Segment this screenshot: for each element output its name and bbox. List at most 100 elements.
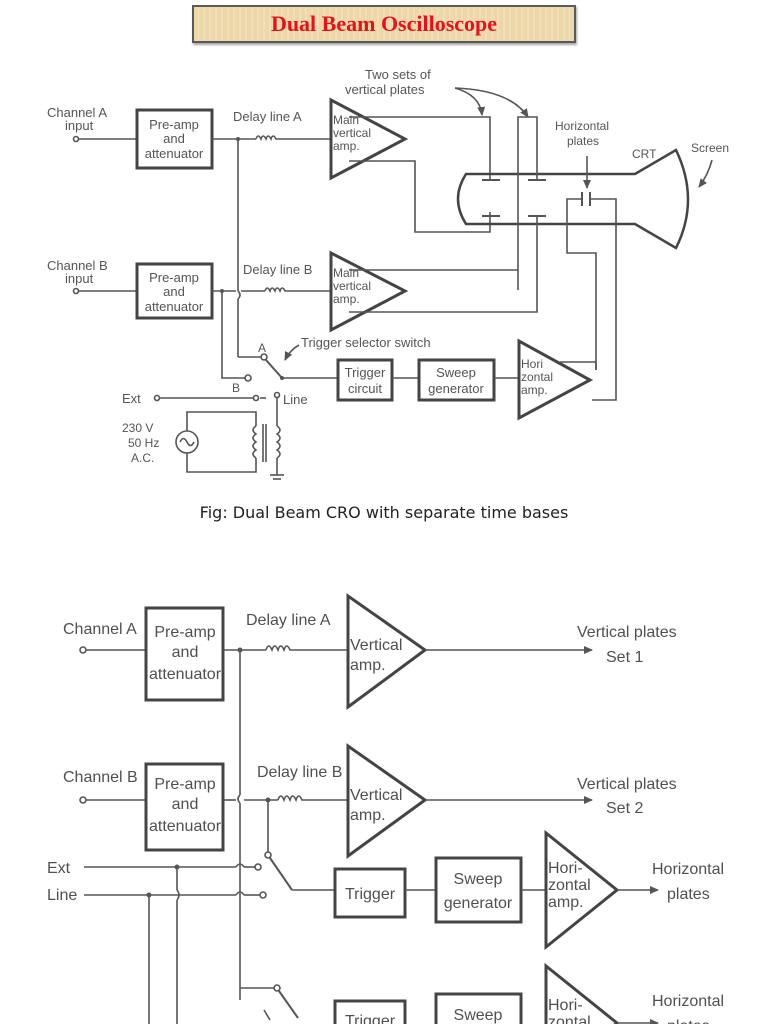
ac-source-label: 230 V	[122, 421, 153, 435]
horizontal-amp-label-2: zontal	[521, 370, 553, 384]
trigger-circuit-label-2: circuit	[348, 381, 382, 396]
fig2-switch2-contact-a[interactable]	[273, 984, 281, 992]
main-vertical-amp-b-label: Main	[333, 266, 359, 280]
switch-b-label: B	[232, 381, 240, 395]
screen-label: Screen	[691, 141, 729, 155]
main-vertical-amp-a-label-3: amp.	[333, 139, 360, 153]
fig2-horizontal-amp-1-label: Hori-	[548, 860, 583, 877]
fig2-preamp-a-label-2: and	[172, 644, 199, 661]
fig2-switch1-contact-b[interactable]	[264, 851, 272, 859]
fig2-delay-line-b-label: Delay line B	[257, 764, 342, 781]
fig2-trigger-1-box	[333, 867, 407, 919]
fig2-horizontal-amp-1-label-2: zontal	[548, 877, 591, 894]
ac-source-label-3: A.C.	[131, 451, 154, 465]
fig2-horizontal-amp-1	[544, 829, 620, 951]
main-vertical-amp-b-label-2: vertical	[333, 279, 371, 293]
figure-caption: Fig: Dual Beam CRO with separate time ba…	[199, 503, 569, 522]
vertical-plates-set2-label: Vertical plates	[577, 776, 677, 793]
two-sets-label-2: vertical plates	[345, 82, 425, 97]
sweep-generator-label: Sweep	[436, 365, 476, 380]
fig2-horizontal-amp-2-label: Hori-	[548, 997, 583, 1014]
fig2-delay-line-b-coil	[277, 795, 348, 803]
channel-a-input-label-2: input	[65, 118, 94, 133]
transformer-secondary	[275, 425, 281, 459]
crt-tube	[456, 148, 690, 250]
fig2-line-label: Line	[47, 887, 77, 904]
fig2-switch1-contact-ext[interactable]	[254, 863, 262, 871]
fig2-preamp-b-label: Pre-amp	[154, 776, 215, 793]
preamp-b-label-3: attenuator	[145, 299, 204, 314]
fig2-delay-line-a-coil	[265, 645, 348, 653]
fig2-preamp-a-label-3: attenuator	[149, 666, 222, 683]
fig2-horizontal-plates-2-label-2: plates	[667, 1018, 710, 1024]
switch-contact-b[interactable]	[244, 374, 252, 382]
fig2-sweep-generator-1-box	[434, 856, 523, 924]
channel-a-input-label: Channel A	[47, 105, 107, 120]
preamp-a-label-3: attenuator	[145, 146, 204, 161]
fig2-switch2-arm[interactable]	[278, 990, 299, 1019]
fig2-sweep-generator-2-label: Sweep	[454, 1007, 503, 1024]
line-label: Line	[283, 392, 308, 407]
delay-line-b-label: Delay line B	[243, 262, 312, 277]
channel-b-input-label-2: input	[65, 271, 94, 286]
fig2-channel-b-terminal	[79, 796, 87, 804]
horizontal-plates-label: Horizontal	[555, 119, 609, 133]
ac-source-label-2: 50 Hz	[128, 436, 159, 450]
preamp-a-label: Pre-amp	[149, 117, 199, 132]
main-vertical-amp-a-label-2: vertical	[333, 126, 371, 140]
figure-1: Channel A input Pre-amp and attenuator D…	[47, 67, 729, 480]
preamp-a-label-2: and	[163, 131, 185, 146]
fig2-vertical-amp-a-label-2: amp.	[350, 657, 386, 674]
fig2-horizontal-amp-2	[544, 962, 620, 1024]
fig2-switch1-arm[interactable]	[269, 857, 293, 891]
transformer-primary	[252, 425, 258, 459]
two-sets-label: Two sets of	[365, 67, 431, 82]
fig2-sweep-generator-2-box	[434, 992, 523, 1024]
fig2-switch1-contact-line[interactable]	[259, 891, 267, 899]
fig2-preamp-b-label-3: attenuator	[149, 818, 222, 835]
delay-line-a-coil	[255, 135, 330, 142]
fig2-vertical-amp-a-label: Vertical	[350, 637, 402, 654]
fig2-horizontal-plates-2-label: Horizontal	[652, 993, 724, 1010]
main-vertical-amp-a	[329, 97, 409, 181]
fig2-preamp-a-box	[144, 606, 225, 702]
fig2-channel-a-label: Channel A	[63, 621, 137, 638]
fig2-sweep-generator-1-label: Sweep	[454, 871, 503, 888]
preamp-b-label-2: and	[163, 284, 185, 299]
horizontal-plates-label-2: plates	[567, 134, 599, 148]
main-vertical-amp-a-label: Main	[333, 113, 359, 127]
fig2-horizontal-amp-1-label-3: amp.	[548, 894, 584, 911]
delay-line-a-label: Delay line A	[233, 109, 302, 124]
ext-terminal	[153, 394, 161, 402]
crt-label: CRT	[632, 147, 657, 161]
page-title: Dual Beam Oscilloscope	[270, 11, 498, 36]
ext-label: Ext	[122, 391, 141, 406]
horizontal-amp-label-3: amp.	[521, 383, 548, 397]
fig2-trigger-1-label: Trigger	[345, 886, 396, 903]
channel-b-input-label: Channel B	[47, 258, 108, 273]
fig2-delay-line-a-label: Delay line A	[246, 612, 331, 629]
fig2-trigger-2-label: Trigger	[345, 1013, 396, 1024]
vertical-plates-set1-label: Vertical plates	[577, 624, 677, 641]
horizontal-amp	[517, 338, 594, 421]
fig2-vertical-amp-b	[346, 743, 428, 859]
fig2-horizontal-amp-2-label-2: zontal	[548, 1014, 591, 1024]
preamp-b-label: Pre-amp	[149, 270, 199, 285]
main-vertical-amp-b	[329, 250, 409, 333]
sweep-generator-label-2: generator	[428, 381, 484, 396]
fig2-preamp-a-label: Pre-amp	[154, 624, 215, 641]
fig2-preamp-b-label-2: and	[172, 796, 199, 813]
switch-arm[interactable]	[265, 359, 283, 379]
fig2-horizontal-plates-1-label-2: plates	[667, 886, 710, 903]
title-banner: Dual Beam Oscilloscope	[192, 5, 576, 43]
switch-contact-a[interactable]	[260, 353, 268, 361]
fig2-vertical-amp-a	[346, 593, 428, 710]
fig2-sweep-generator-1-label-2: generator	[444, 895, 513, 912]
horizontal-amp-label: Hori	[521, 357, 543, 371]
channel-a-terminal	[72, 135, 80, 143]
fig2-vertical-amp-b-label-2: amp.	[350, 807, 386, 824]
channel-b-terminal	[72, 287, 80, 295]
vertical-plates-set2-label-2: Set 2	[606, 800, 643, 817]
vertical-plates-set1-label-2: Set 1	[606, 649, 643, 666]
